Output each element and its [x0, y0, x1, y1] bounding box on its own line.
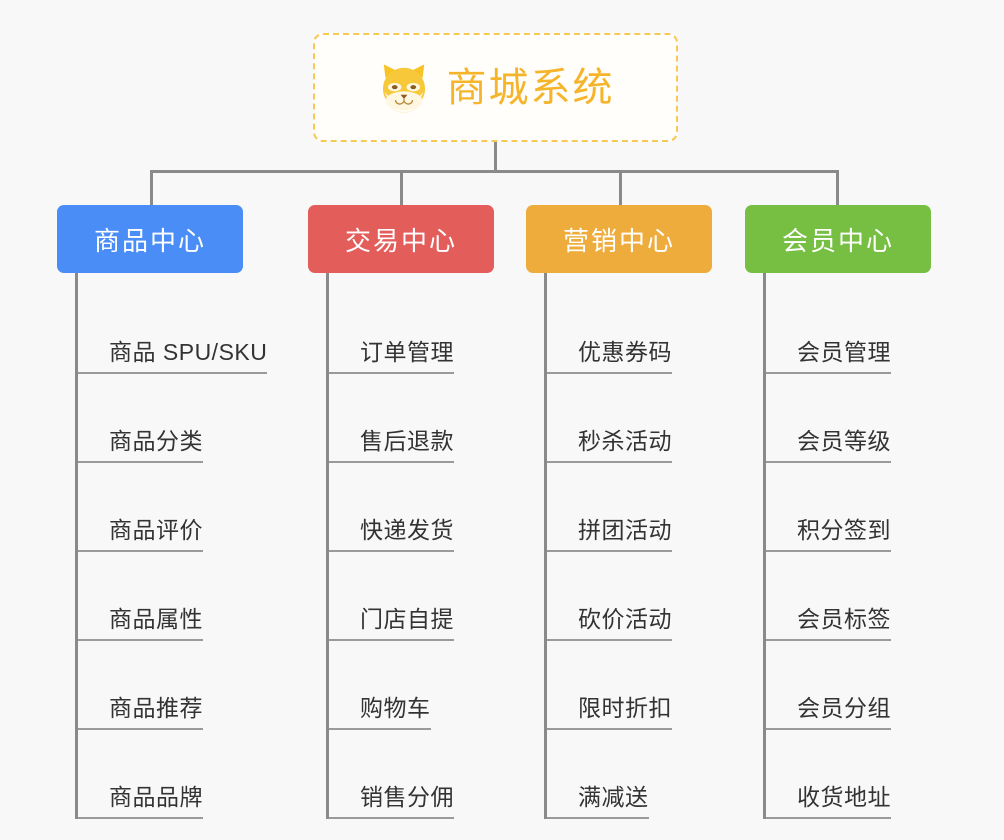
leaf-label: 快递发货: [360, 517, 454, 552]
leaf-item[interactable]: 购物车: [329, 641, 528, 730]
category-box-3[interactable]: 营销中心: [526, 205, 712, 273]
leaf-label: 门店自提: [360, 606, 454, 641]
leaf-label: 购物车: [360, 695, 431, 730]
leaf-item[interactable]: 会员标签: [766, 552, 965, 641]
root-node[interactable]: 商城系统: [313, 33, 678, 142]
category-title-1: 商品中心: [93, 225, 206, 256]
category-title-2: 交易中心: [344, 225, 457, 256]
leaf-item[interactable]: 拼团活动: [547, 463, 746, 552]
leaf-label: 商品分类: [109, 428, 203, 463]
shiba-dog-face-icon: [382, 63, 425, 113]
category-title-3: 营销中心: [562, 225, 675, 256]
leaf-label: 满减送: [578, 784, 649, 819]
leaf-label: 商品属性: [109, 606, 203, 641]
connector-drop-4: [836, 170, 839, 206]
branch-column-2: 交易中心 订单管理 售后退款 快递发货 门店自提 购物车 销售分佣: [308, 205, 528, 819]
leaf-label: 收货地址: [797, 784, 891, 819]
leaf-label: 会员等级: [797, 428, 891, 463]
leaf-item[interactable]: 积分签到: [766, 463, 965, 552]
leaf-item[interactable]: 商品分类: [78, 374, 287, 463]
leaf-label: 会员标签: [797, 606, 891, 641]
connector-drop-3: [619, 170, 622, 206]
leaf-label: 会员分组: [797, 695, 891, 730]
leaf-item[interactable]: 会员管理: [766, 285, 965, 374]
leaf-item[interactable]: 销售分佣: [329, 730, 528, 819]
leaf-item[interactable]: 秒杀活动: [547, 374, 746, 463]
connector-root-stem: [494, 142, 497, 171]
leaf-item[interactable]: 会员等级: [766, 374, 965, 463]
leaf-label: 订单管理: [360, 339, 454, 374]
branch-column-1: 商品中心 商品 SPU/SKU 商品分类 商品评价 商品属性 商品推荐 商品品牌: [57, 205, 287, 819]
leaf-list-1: 商品 SPU/SKU 商品分类 商品评价 商品属性 商品推荐 商品品牌: [75, 273, 287, 819]
leaf-label: 商品推荐: [109, 695, 203, 730]
leaf-item[interactable]: 砍价活动: [547, 552, 746, 641]
leaf-label: 秒杀活动: [578, 428, 672, 463]
connector-drop-1: [150, 170, 153, 206]
leaf-label: 商品评价: [109, 517, 203, 552]
leaf-label: 砍价活动: [578, 606, 672, 641]
leaf-label: 积分签到: [797, 517, 891, 552]
category-title-4: 会员中心: [781, 225, 894, 256]
connector-horizontal-bus: [150, 170, 839, 173]
leaf-label: 拼团活动: [578, 517, 672, 552]
leaf-item[interactable]: 满减送: [547, 730, 746, 819]
leaf-item[interactable]: 商品评价: [78, 463, 287, 552]
leaf-item[interactable]: 售后退款: [329, 374, 528, 463]
branch-column-4: 会员中心 会员管理 会员等级 积分签到 会员标签 会员分组 收货地址: [745, 205, 965, 819]
leaf-item[interactable]: 商品 SPU/SKU: [78, 285, 287, 374]
leaf-label: 售后退款: [360, 428, 454, 463]
root-title: 商城系统: [446, 65, 615, 110]
category-box-1[interactable]: 商品中心: [57, 205, 243, 273]
leaf-item[interactable]: 商品属性: [78, 552, 287, 641]
category-box-4[interactable]: 会员中心: [745, 205, 931, 273]
leaf-item[interactable]: 收货地址: [766, 730, 965, 819]
leaf-item[interactable]: 商品推荐: [78, 641, 287, 730]
leaf-item[interactable]: 快递发货: [329, 463, 528, 552]
branch-column-3: 营销中心 优惠券码 秒杀活动 拼团活动 砍价活动 限时折扣 满减送: [526, 205, 746, 819]
category-box-2[interactable]: 交易中心: [308, 205, 494, 273]
leaf-label: 会员管理: [797, 339, 891, 374]
leaf-item[interactable]: 会员分组: [766, 641, 965, 730]
leaf-label: 限时折扣: [578, 695, 672, 730]
leaf-item[interactable]: 商品品牌: [78, 730, 287, 819]
leaf-list-3: 优惠券码 秒杀活动 拼团活动 砍价活动 限时折扣 满减送: [544, 273, 746, 819]
connector-drop-2: [400, 170, 403, 206]
leaf-item[interactable]: 订单管理: [329, 285, 528, 374]
leaf-item[interactable]: 优惠券码: [547, 285, 746, 374]
leaf-item[interactable]: 限时折扣: [547, 641, 746, 730]
leaf-label: 商品品牌: [109, 784, 203, 819]
leaf-label: 优惠券码: [578, 339, 672, 374]
leaf-item[interactable]: 门店自提: [329, 552, 528, 641]
leaf-label: 商品 SPU/SKU: [109, 339, 268, 374]
leaf-list-2: 订单管理 售后退款 快递发货 门店自提 购物车 销售分佣: [326, 273, 528, 819]
leaf-label: 销售分佣: [360, 784, 454, 819]
leaf-list-4: 会员管理 会员等级 积分签到 会员标签 会员分组 收货地址: [763, 273, 965, 819]
